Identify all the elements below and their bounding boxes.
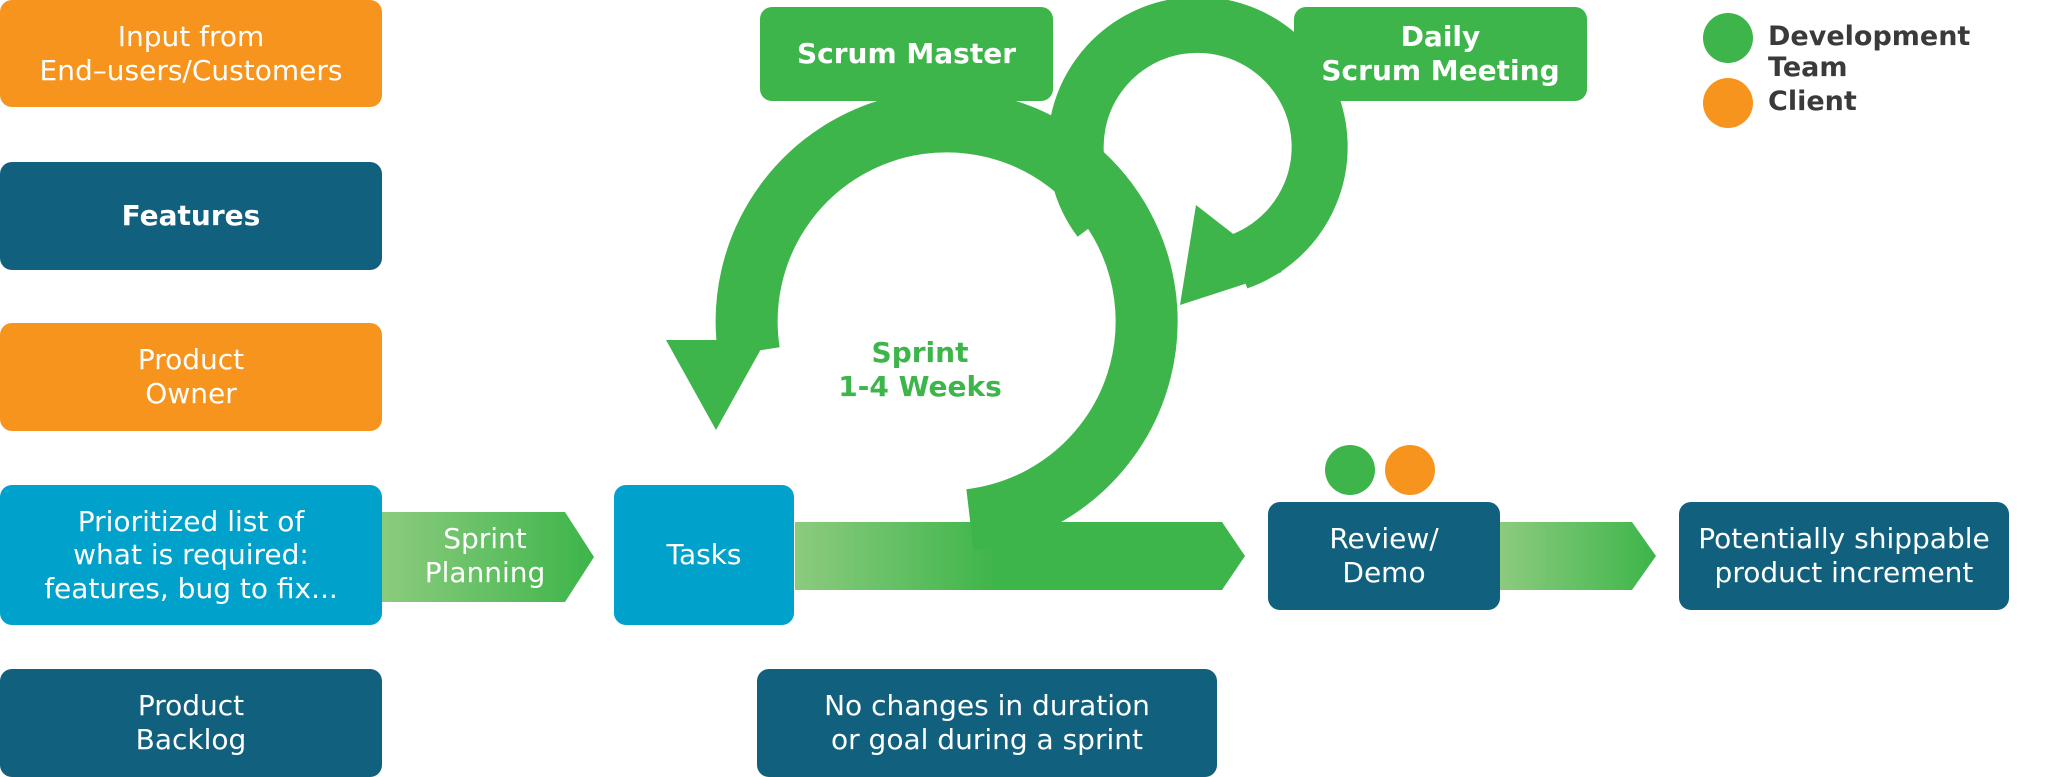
sprint-loop-arrowhead: [666, 340, 766, 430]
product-owner-box: Product Owner: [0, 323, 382, 431]
sprint-planning-arrow: [382, 512, 594, 602]
input-box-label: Input from End–users/Customers: [39, 19, 343, 87]
product-owner-box-label: Product Owner: [137, 343, 245, 410]
no-changes-box-label: No changes in duration or goal during a …: [824, 689, 1150, 756]
tasks-to-review-arrow: [795, 522, 1245, 590]
review-demo-box: Review/ Demo: [1268, 502, 1500, 610]
review-team-dot: [1325, 445, 1375, 495]
daily-scrum-box-label: Daily Scrum Meeting: [1321, 20, 1560, 87]
features-box-label: Features: [121, 199, 261, 233]
review-demo-box-label: Review/ Demo: [1329, 522, 1439, 589]
legend-team-label: Development Team: [1768, 21, 1971, 83]
scrum-master-box-label: Scrum Master: [796, 37, 1017, 71]
review-client-dot: [1385, 445, 1435, 495]
legend-team-dot: [1703, 13, 1753, 63]
prioritized-list-box-label: Prioritized list of what is required: fe…: [44, 504, 338, 605]
daily-loop-arrowhead: [1180, 205, 1282, 305]
legend-client-label: Client: [1768, 86, 1857, 117]
product-backlog-box: Product Backlog: [0, 669, 382, 777]
review-to-shippable-arrow: [1500, 522, 1656, 590]
tasks-box-label: Tasks: [666, 538, 742, 572]
features-box: Features: [0, 162, 382, 270]
daily-loop-arrow: [1047, 0, 1348, 289]
legend-client-dot: [1703, 78, 1753, 128]
input-box: Input from End–users/Customers: [0, 0, 382, 107]
shippable-box: Potentially shippable product increment: [1679, 502, 2009, 610]
tasks-box: Tasks: [614, 485, 794, 625]
no-changes-box: No changes in duration or goal during a …: [757, 669, 1217, 777]
scrum-master-box: Scrum Master: [760, 7, 1053, 101]
daily-scrum-box: Daily Scrum Meeting: [1294, 7, 1587, 101]
sprint-duration-label: Sprint 1-4 Weeks: [838, 336, 1002, 403]
sprint-planning-label: Sprint Planning: [424, 522, 546, 589]
product-backlog-box-label: Product Backlog: [135, 689, 247, 756]
prioritized-list-box: Prioritized list of what is required: fe…: [0, 485, 382, 625]
shippable-box-label: Potentially shippable product increment: [1698, 522, 1990, 589]
